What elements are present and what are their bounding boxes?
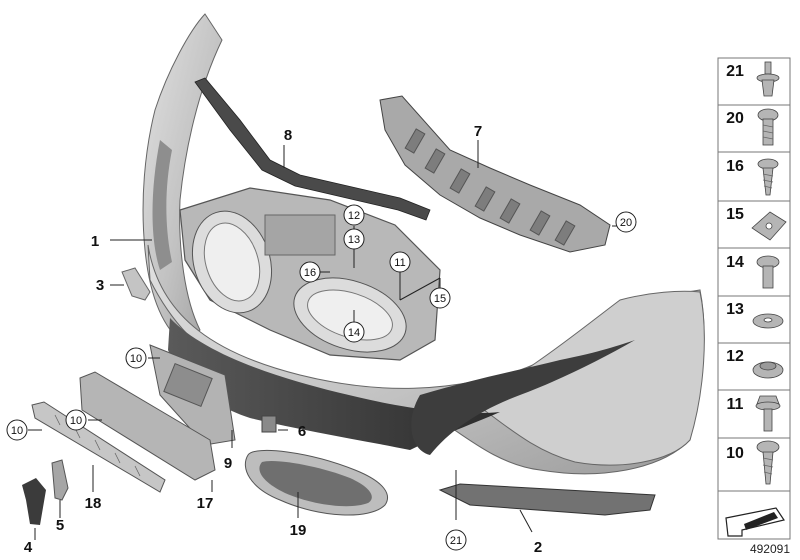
- legend-number-14: 14: [726, 254, 744, 271]
- sheet-metal-screw-icon: [757, 158, 779, 196]
- callout-17: 17: [197, 495, 214, 512]
- self-tapping-screw-icon: [756, 440, 780, 485]
- legend-number-16: 16: [726, 158, 744, 175]
- circled-callout-20: 20: [615, 211, 637, 233]
- svg-text:12: 12: [348, 210, 360, 222]
- legend-number-13: 13: [726, 301, 744, 318]
- clip-nut-icon: [752, 361, 784, 379]
- svg-text:20: 20: [620, 217, 632, 229]
- svg-text:15: 15: [434, 293, 446, 305]
- svg-text:13: 13: [348, 234, 360, 246]
- circled-callout-10b: 10: [65, 409, 87, 431]
- svg-text:16: 16: [304, 267, 316, 279]
- small-bracket: [121, 267, 151, 301]
- mounting-tab-4: [22, 478, 46, 525]
- callout-3: 3: [96, 277, 104, 294]
- legend-number-15: 15: [726, 206, 744, 223]
- bumper-trim-panel: [142, 13, 705, 475]
- callout-18: 18: [85, 495, 102, 512]
- legend-number-10: 10: [726, 445, 744, 462]
- lower-spoiler-strip: [438, 483, 656, 516]
- svg-text:10: 10: [11, 425, 23, 437]
- circled-callout-10a: 10: [125, 347, 147, 369]
- svg-text:10: 10: [70, 415, 82, 427]
- grille-carrier: [179, 187, 441, 361]
- license-plate-base: [149, 344, 236, 446]
- circled-callout-13: 13: [343, 228, 365, 250]
- callout-8: 8: [284, 127, 292, 144]
- callout-2: 2: [534, 539, 542, 556]
- mounting-clip-5: [51, 459, 69, 501]
- circled-callout-14: 14: [343, 321, 365, 343]
- callout-7: 7: [474, 123, 482, 140]
- hex-bolt-washer-icon: [756, 255, 780, 289]
- parts-legend: 21 20 16 15 14 13 12 11 10: [717, 57, 791, 540]
- circled-callout-10c: 10: [6, 419, 28, 441]
- callout-9: 9: [224, 455, 232, 472]
- collar-screw-icon: [755, 395, 781, 432]
- callout-4: 4: [24, 539, 33, 556]
- callout-5: 5: [56, 517, 64, 534]
- callout-19: 19: [290, 522, 307, 539]
- legend-number-20: 20: [726, 110, 744, 127]
- callout-1: 1: [91, 233, 99, 250]
- circled-callout-15: 15: [429, 287, 451, 309]
- clip-6: [261, 415, 277, 433]
- view-direction-arrow-icon: [725, 507, 785, 537]
- circled-callout-16: 16: [299, 261, 321, 283]
- leader-lines: [28, 140, 620, 540]
- legend-number-12: 12: [726, 348, 744, 365]
- circled-callout-11: 11: [389, 251, 411, 273]
- air-inlet-trim: [244, 449, 388, 516]
- svg-text:10: 10: [130, 353, 142, 365]
- circled-callout-12: 12: [343, 204, 365, 226]
- grid-strip: [31, 401, 166, 493]
- bumper-carrier-bracket: [379, 95, 611, 253]
- legend-number-11: 11: [727, 396, 744, 413]
- diagram-reference-number: 492091: [750, 542, 790, 556]
- license-plate-bracket: [79, 371, 216, 481]
- air-duct-strip: [194, 77, 431, 221]
- spring-nut-icon: [751, 211, 787, 241]
- svg-text:21: 21: [450, 535, 462, 547]
- svg-text:11: 11: [394, 257, 405, 269]
- svg-text:14: 14: [348, 327, 360, 339]
- circled-callout-21: 21: [445, 529, 467, 551]
- expanding-rivet-icon: [756, 61, 780, 97]
- legend-number-21: 21: [726, 63, 744, 80]
- washer-icon: [752, 313, 784, 329]
- torx-bolt-icon: [757, 108, 779, 146]
- callout-6: 6: [298, 423, 306, 440]
